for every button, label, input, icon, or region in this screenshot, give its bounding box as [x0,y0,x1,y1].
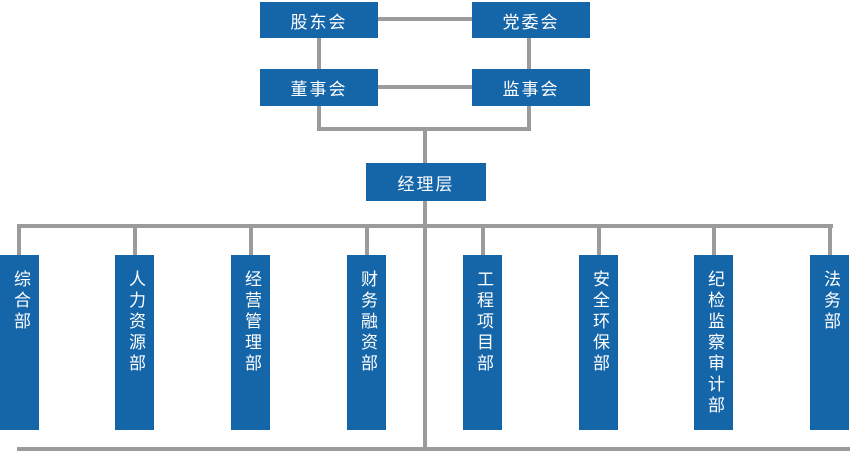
node-management-level: 经理层 [366,163,486,201]
node-shareholders-meeting: 股东会 [260,2,378,38]
node-label: 董事会 [290,80,348,100]
connector-dept-stub-7 [828,228,832,255]
node-label: 党委会 [502,12,560,33]
connector-shareholders-party [378,17,472,21]
node-dept-safety-environment: 安全环保部 [579,255,618,430]
node-label: 综合部 [10,270,30,333]
connector-board-down [317,106,321,131]
connector-bottom-line [17,447,850,451]
node-dept-general-affairs: 综合部 [0,255,39,430]
node-supervisory-board: 监事会 [472,69,590,106]
connector-distribution-line [17,224,833,228]
node-dept-operations-management: 经营管理部 [231,255,270,430]
connector-party-supervisory [527,38,531,69]
connector-dept-stub-6 [712,228,716,255]
connector-board-supervisory [378,85,472,89]
node-party-committee: 党委会 [472,2,590,38]
connector-management-down [423,201,427,451]
node-label: 安全环保部 [589,270,609,375]
connector-dept-stub-0 [17,228,21,255]
node-label: 股东会 [290,12,348,33]
node-board-of-directors: 董事会 [260,69,378,106]
connector-dept-stub-2 [249,228,253,255]
connector-dept-stub-1 [133,228,137,255]
connector-dept-stub-4 [481,228,485,255]
node-label: 工程项目部 [473,270,493,375]
connector-to-management [423,131,427,163]
node-dept-engineering-projects: 工程项目部 [463,255,502,430]
connector-shareholders-board [317,38,321,69]
node-label: 监事会 [502,80,560,100]
node-label: 法务部 [820,270,840,333]
connector-dept-stub-3 [365,228,369,255]
node-dept-legal-affairs: 法务部 [810,255,849,430]
node-dept-finance-financing: 财务融资部 [347,255,386,430]
node-dept-discipline-audit: 纪检监察审计部 [694,255,733,430]
node-label: 人力资源部 [125,270,145,375]
connector-join-horizontal [317,127,531,131]
node-label: 经营管理部 [241,270,261,375]
node-label: 财务融资部 [357,270,377,375]
connector-dept-stub-5 [597,228,601,255]
node-dept-human-resources: 人力资源部 [115,255,154,430]
node-label: 经理层 [397,174,455,195]
node-label: 纪检监察审计部 [704,270,724,417]
connector-supervisory-down [527,106,531,131]
